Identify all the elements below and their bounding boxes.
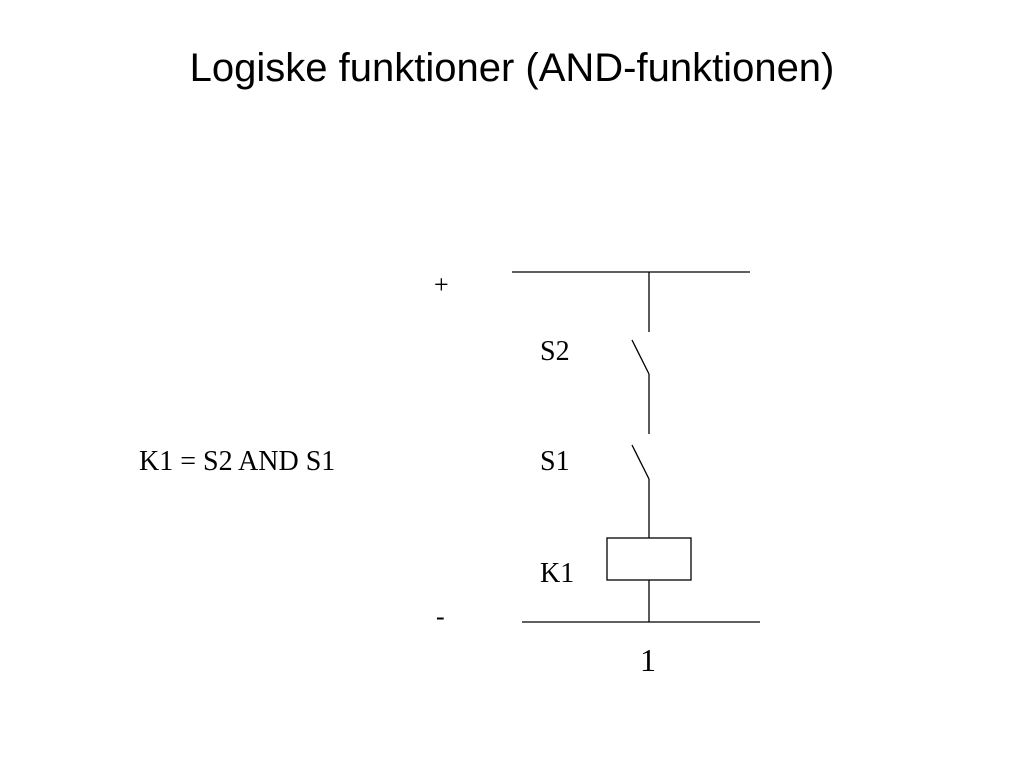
negative-rail-label: - [436, 602, 445, 631]
contact-s1-blade [631, 444, 650, 480]
coil-k1-label: K1 [540, 558, 575, 589]
slide-title: Logiske funktioner (AND-funktionen) [189, 46, 835, 90]
logic-equation: K1 = S2 AND S1 [139, 446, 336, 477]
coil-k1 [606, 537, 692, 581]
positive-rail-label: + [434, 270, 449, 299]
contact-s1-label: S1 [540, 446, 570, 477]
contact-s2-label: S2 [540, 336, 570, 367]
contact-s2-blade [631, 339, 650, 375]
rung-number: 1 [640, 642, 656, 678]
